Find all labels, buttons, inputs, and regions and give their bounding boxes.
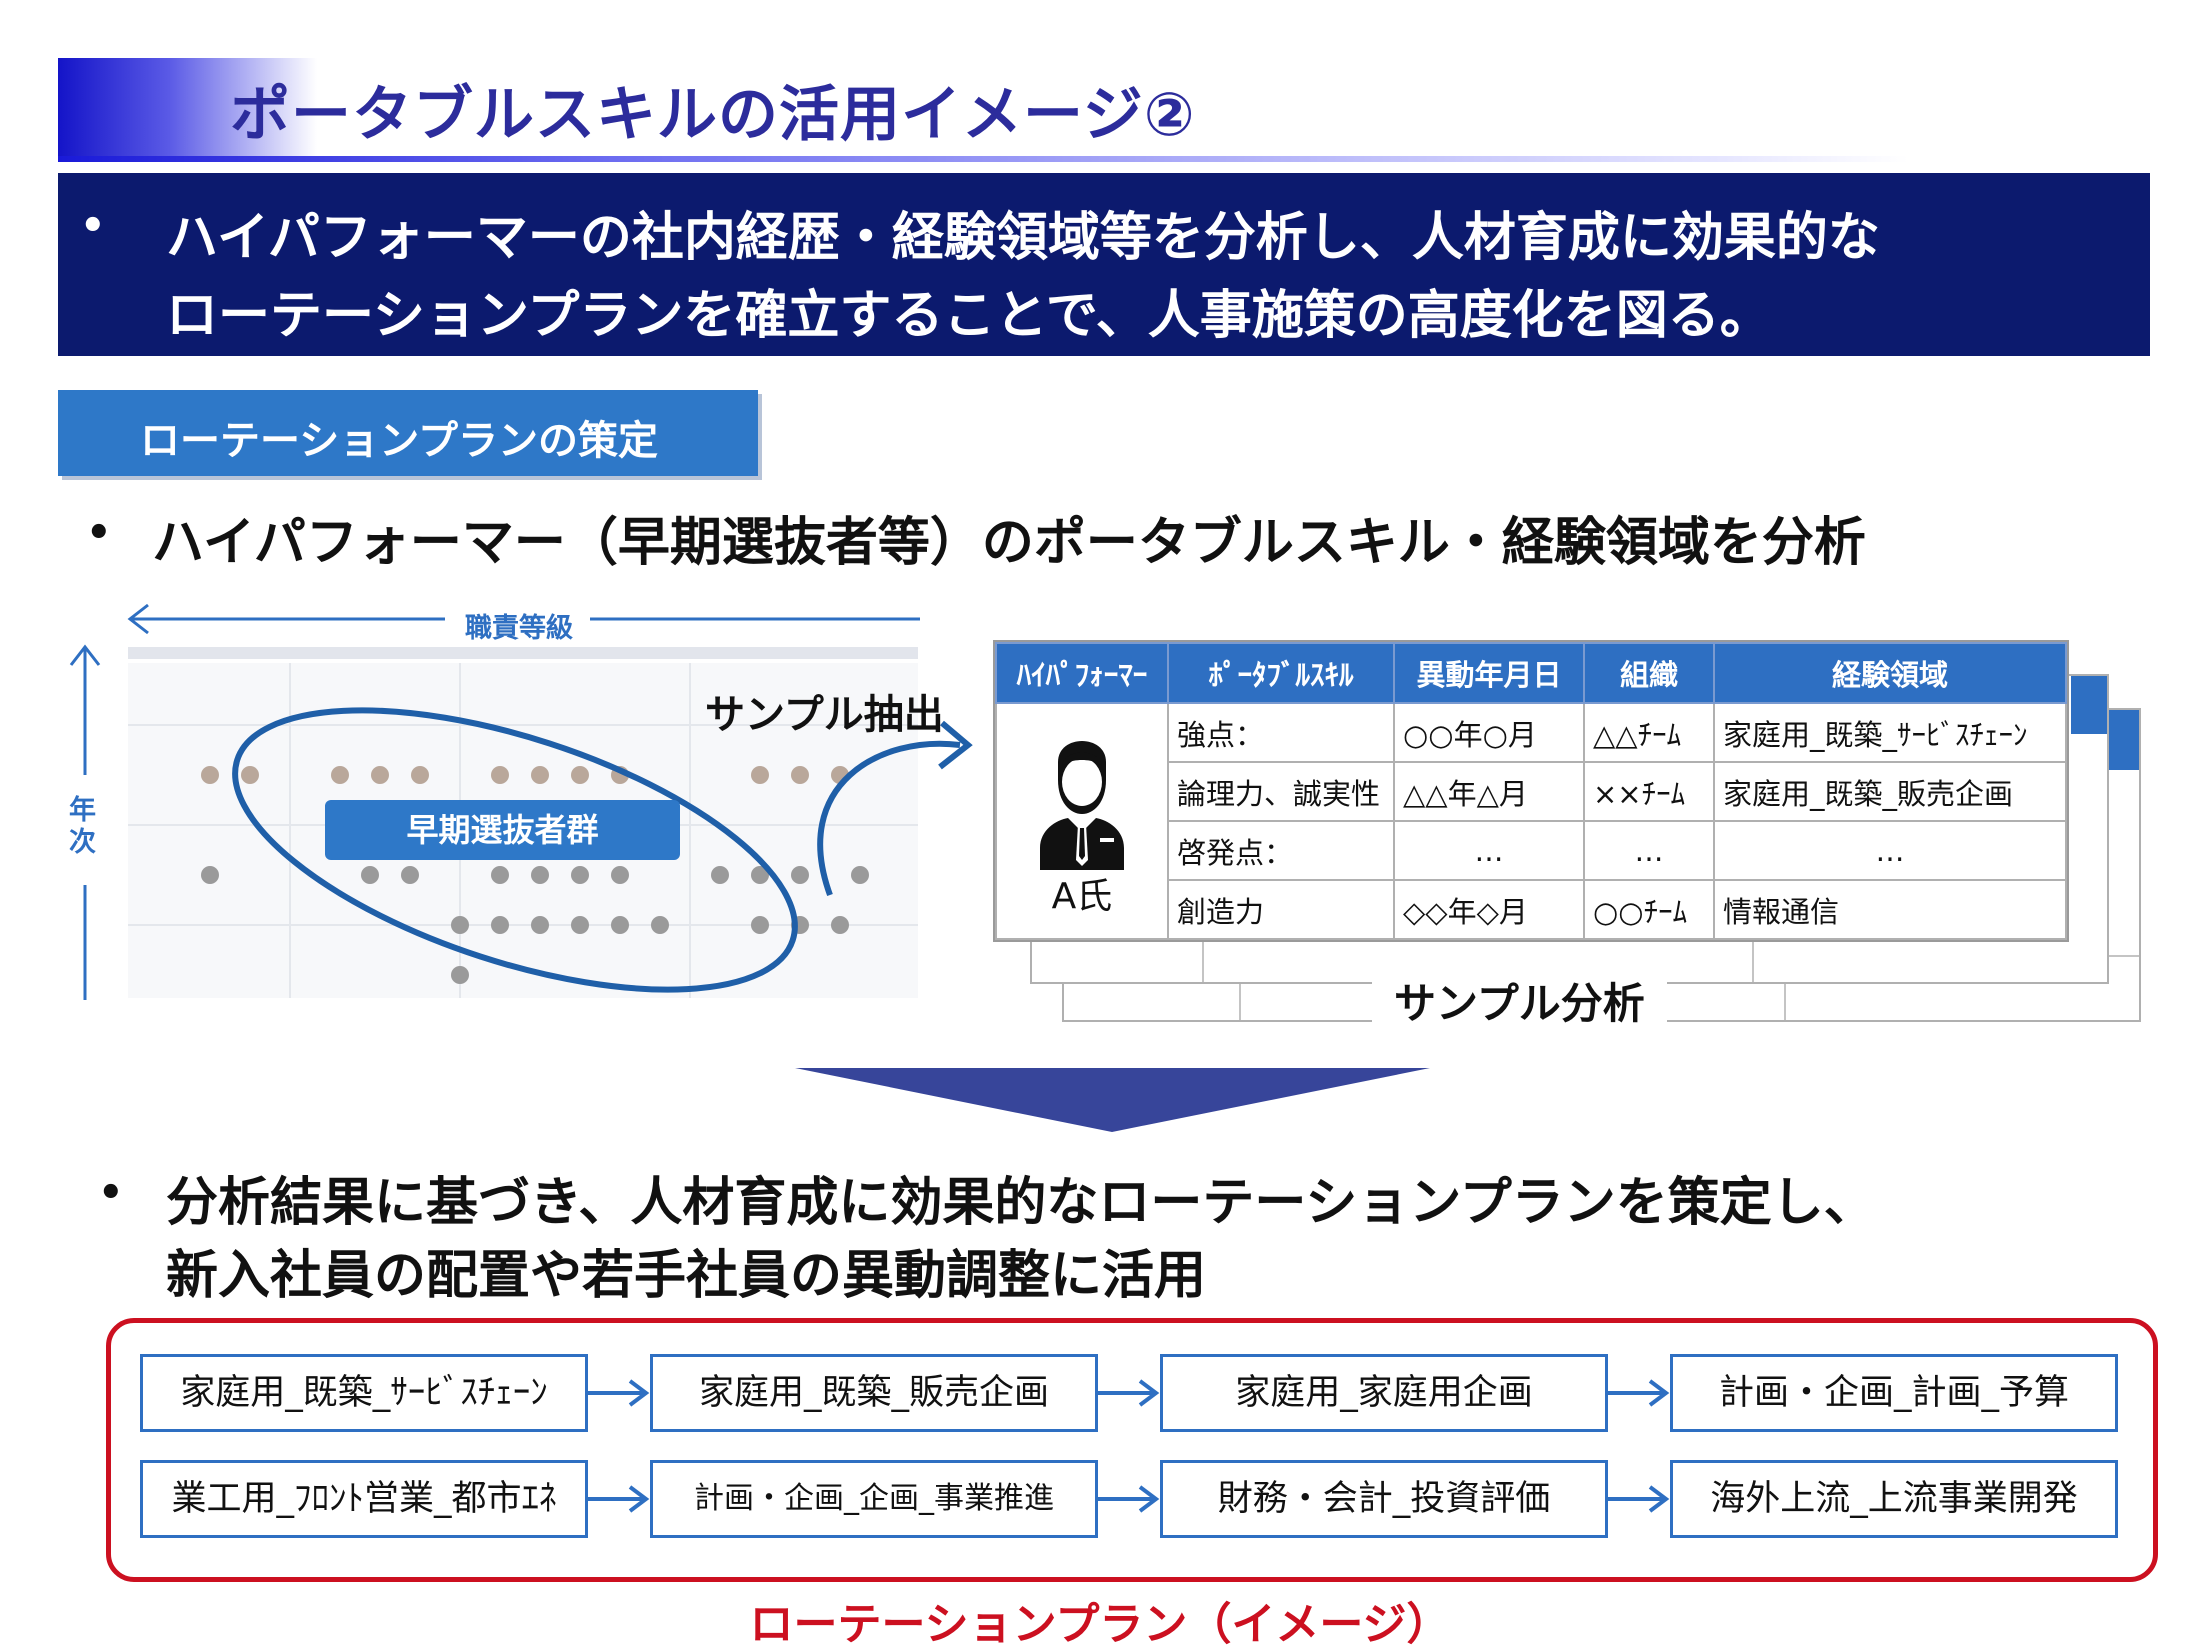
table-cell: … — [1583, 820, 1715, 881]
person-icon — [1040, 741, 1124, 870]
x-axis-label: 職責等級 — [465, 613, 573, 644]
plan-step-1-2: 家庭用_既築_販売企画 — [650, 1354, 1098, 1432]
page-title: ポータブルスキルの活用イメージ② — [230, 80, 1196, 150]
table-row: 創造力 ◇◇年◇月 ○○ﾁｰﾑ 情報通信 — [996, 879, 2067, 940]
plan-step-2-1: 業工用_ﾌﾛﾝﾄ営業_都市ｴﾈ — [140, 1460, 588, 1538]
table-row: A氏 強点： ○○年○月 △△ﾁｰﾑ 家庭用_既築_ｻｰﾋﾞｽﾁｪｰﾝ — [995, 702, 2067, 940]
title-band — [58, 58, 1908, 162]
table-cell: 強点： — [1167, 702, 1395, 763]
group-label: 早期選抜者群 — [325, 800, 680, 860]
header-high-performer: ﾊｲﾊﾟﾌｫｰﾏｰ — [995, 642, 1169, 704]
result-line-2: 新入社員の配置や若手社員の異動調整に活用 — [166, 1246, 1207, 1306]
summary-line-1: ハイパフォーマーの社内経歴・経験領域等を分析し、人材育成に効果的な — [166, 208, 1880, 268]
rotation-plan-frame — [106, 1318, 2158, 1582]
table-cell: 創造力 — [1167, 879, 1395, 940]
extract-label: サンプル抽出 — [705, 692, 944, 738]
table-cell: △△年△月 — [1393, 761, 1585, 822]
header-transfer-date: 異動年月日 — [1393, 642, 1585, 704]
table-cell: 家庭用_既築_販売企画 — [1713, 761, 2067, 822]
section-label-text: ローテーションプランの策定 — [140, 418, 658, 464]
result-line-1: 分析結果に基づき、人材育成に効果的なローテーションプランを策定し、 — [166, 1173, 1876, 1233]
plan-step-1-4: 計画・企画_計画_予算 — [1670, 1354, 2118, 1432]
table-row: 啓発点： … … … — [996, 820, 2067, 881]
header-experience-area: 経験領域 — [1713, 642, 2067, 704]
result-bullet-dot: • — [98, 1170, 124, 1216]
section-label: ローテーションプランの策定 — [58, 390, 758, 476]
plan-step-1-3: 家庭用_家庭用企画 — [1160, 1354, 1608, 1432]
table-cell: 家庭用_既築_ｻｰﾋﾞｽﾁｪｰﾝ — [1713, 702, 2067, 763]
table-cell: ○○年○月 — [1393, 702, 1585, 763]
table-cell: ××ﾁｰﾑ — [1583, 761, 1715, 822]
plan-step-2-2: 計画・企画_企画_事業推進 — [650, 1460, 1098, 1538]
person-name: A氏 — [1051, 876, 1113, 917]
person-cell: A氏 — [995, 702, 1169, 940]
table-cell: 論理力、誠実性 — [1167, 761, 1395, 822]
plan-step-2-3: 財務・会計_投資評価 — [1160, 1460, 1608, 1538]
sample-table-sheet: ﾊｲﾊﾟﾌｫｰﾏｰ ﾎﾟｰﾀﾌﾞﾙｽｷﾙ 異動年月日 組織 経験領域 A氏 強点… — [993, 640, 2069, 942]
table-cell: … — [1713, 820, 2067, 881]
summary-line-2: ローテーションプランを確立することで、人事施策の高度化を図る。 — [166, 286, 1772, 346]
y-axis-label: 年次 — [69, 795, 96, 858]
summary-bullet: • — [80, 203, 106, 249]
analysis-label: サンプル分析 — [1372, 970, 1667, 1031]
sample-table: ﾊｲﾊﾟﾌｫｰﾏｰ ﾎﾟｰﾀﾌﾞﾙｽｷﾙ 異動年月日 組織 経験領域 A氏 強点… — [995, 642, 2067, 940]
header-portable-skill: ﾎﾟｰﾀﾌﾞﾙｽｷﾙ — [1167, 642, 1395, 704]
plan-step-2-4: 海外上流_上流事業開発 — [1670, 1460, 2118, 1538]
table-cell: △△ﾁｰﾑ — [1583, 702, 1715, 763]
analysis-bullet-text: ハイパフォーマー（早期選抜者等）のポータブルスキル・経験領域を分析 — [152, 513, 1866, 573]
table-cell: ◇◇年◇月 — [1393, 879, 1585, 940]
rotation-plan-caption: ローテーションプラン（イメージ） — [749, 1599, 1451, 1650]
header-organization: 組織 — [1583, 642, 1715, 704]
table-cell: 情報通信 — [1713, 879, 2067, 940]
table-cell: 啓発点： — [1167, 820, 1395, 881]
summary-box: • ハイパフォーマーの社内経歴・経験領域等を分析し、人材育成に効果的な ローテー… — [58, 173, 2150, 356]
plan-step-1-1: 家庭用_既築_ｻｰﾋﾞｽﾁｪｰﾝ — [140, 1354, 588, 1432]
down-arrow — [795, 1068, 1430, 1132]
analysis-bullet-dot: • — [86, 510, 112, 556]
table-row: 論理力、誠実性 △△年△月 ××ﾁｰﾑ 家庭用_既築_販売企画 — [996, 761, 2067, 822]
table-cell: … — [1393, 820, 1585, 881]
table-cell: ○○ﾁｰﾑ — [1583, 879, 1715, 940]
